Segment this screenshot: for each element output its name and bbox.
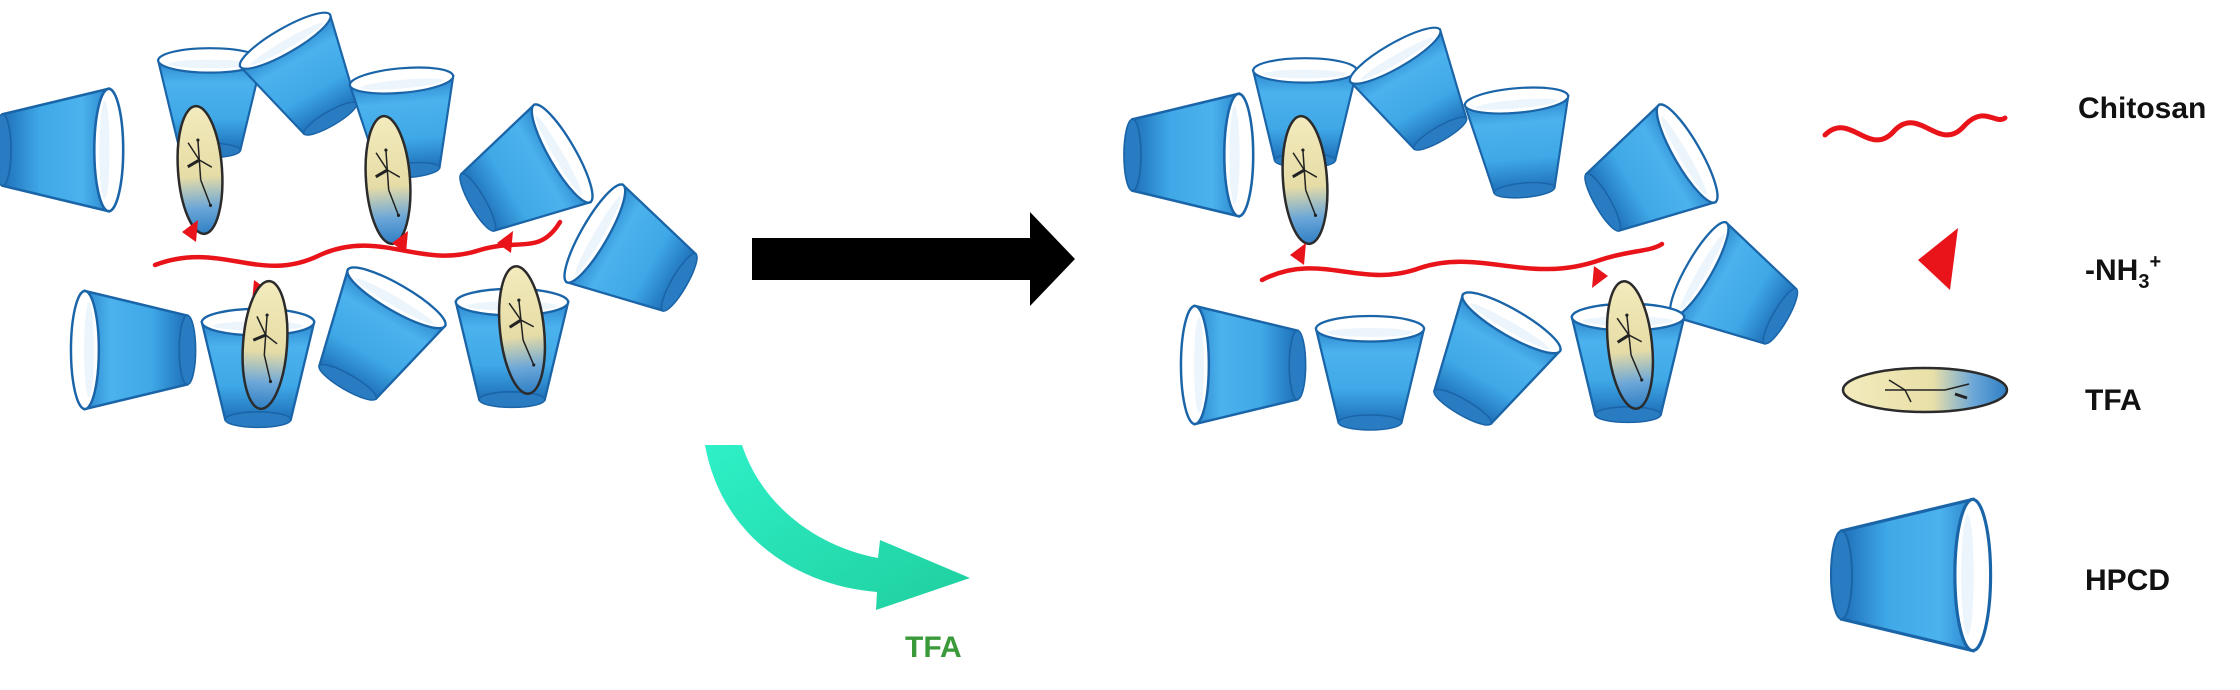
legend-tfa-label: TFA: [2085, 384, 2142, 417]
left-complex: [0, 3, 716, 429]
hpcd-cup: [1314, 314, 1426, 432]
hpcd-cup: [69, 289, 197, 411]
nh3-group: [497, 231, 513, 253]
nh3-subscript: 3: [2138, 271, 2149, 293]
hpcd-cup: [1343, 18, 1490, 167]
chitosan-chain: [1259, 241, 1665, 283]
hpcd-cup: [1408, 282, 1568, 444]
hpcd-cup: [0, 87, 125, 213]
nh3-group: [1290, 243, 1306, 265]
legend-chitosan-label: Chitosan: [2078, 92, 2206, 125]
legend-hpcd-swatch: [1829, 497, 1993, 653]
hpcd-cup: [1462, 82, 1578, 203]
hpcd-cup: [1179, 304, 1307, 426]
chitosan-chain: [152, 219, 563, 268]
nh3-base: -NH: [2085, 254, 2138, 287]
hpcd-cup: [1660, 215, 1816, 368]
legend-chitosan-swatch: [1822, 113, 2008, 143]
hpcd-cup: [1122, 92, 1255, 218]
legend-hpcd-label: HPCD: [2085, 564, 2170, 597]
hpcd-cup: [1566, 97, 1728, 257]
right-complex: [1122, 18, 1816, 444]
release-arrow: [705, 445, 970, 610]
legend: Chitosan -NH3+ TFA HPCD: [1822, 92, 2206, 653]
hpcd-cup: [441, 97, 603, 257]
nh3-superscript: +: [2149, 251, 2161, 273]
legend-nh3-swatch: [1918, 228, 1958, 290]
released-tfa-label: TFA: [905, 631, 962, 664]
main-arrow: [752, 212, 1075, 306]
legend-tfa-swatch: [1841, 366, 2009, 414]
hpcd-cup: [293, 257, 453, 419]
legend-nh3-label: -NH3+: [2085, 251, 2161, 293]
nh3-group: [1592, 266, 1608, 288]
